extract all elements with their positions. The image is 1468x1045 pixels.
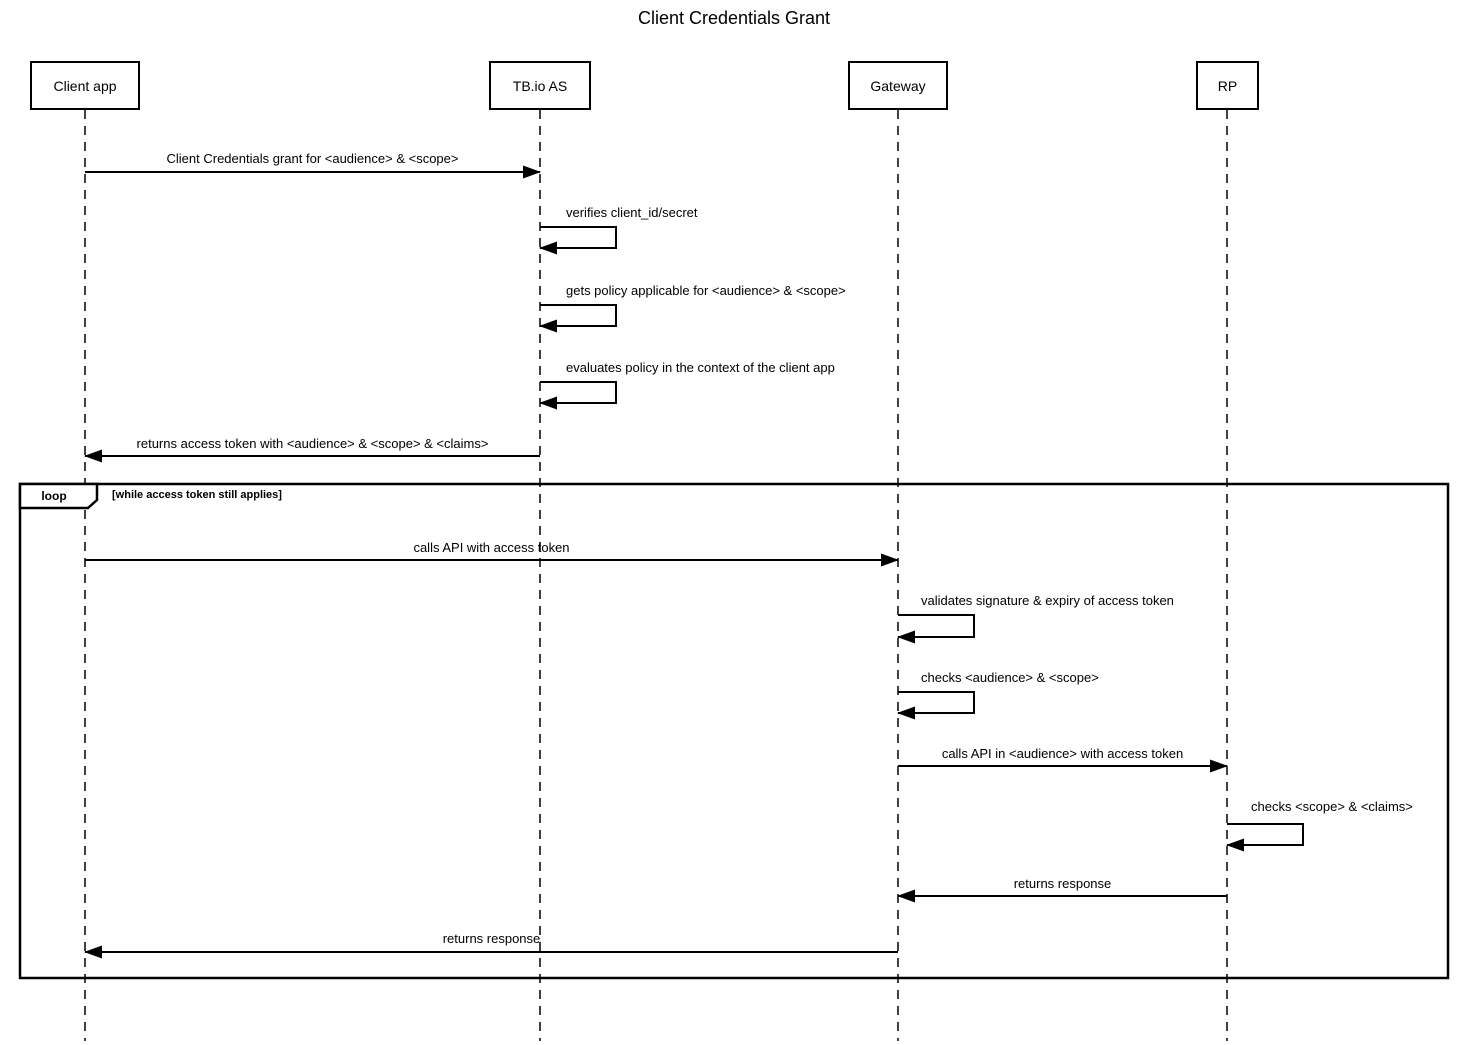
participant-gateway-label: Gateway [870, 77, 926, 94]
loop-tab [18, 482, 99, 510]
self-message-arrow-8 [897, 691, 975, 720]
message-label-4: evaluates policy in the context of the c… [566, 360, 835, 375]
message-label-3: gets policy applicable for <audience> & … [566, 283, 846, 298]
self-message-arrow-3 [539, 304, 617, 333]
message-label-5: returns access token with <audience> & <… [136, 436, 489, 451]
message-label-12: returns response [442, 931, 541, 946]
message-label-11: returns response [1013, 876, 1112, 891]
self-message-arrow-10 [1226, 823, 1304, 852]
message-label-1: Client Credentials grant for <audience> … [166, 151, 459, 166]
message-label-6: calls API with access token [413, 540, 570, 555]
diagram-title: Client Credentials Grant [637, 8, 831, 28]
participant-client-app: Client app [30, 61, 140, 110]
message-label-7: validates signature & expiry of access t… [921, 593, 1174, 608]
message-label-9: calls API in <audience> with access toke… [941, 746, 1184, 761]
loop-condition-label: [while access token still applies] [112, 489, 282, 501]
self-message-arrow-4 [539, 381, 617, 410]
participant-rp-label: RP [1217, 77, 1238, 94]
self-message-arrow-2 [539, 226, 617, 255]
participant-rp: RP [1196, 61, 1259, 110]
message-label-10: checks <scope> & <claims> [1251, 799, 1413, 814]
participant-tbio-as-label: TB.io AS [512, 77, 568, 94]
participant-tbio-as: TB.io AS [489, 61, 591, 110]
loop-tab-label: loop [41, 489, 67, 503]
participant-client-app-label: Client app [53, 77, 117, 94]
message-label-2: verifies client_id/secret [566, 205, 698, 220]
participant-gateway: Gateway [848, 61, 948, 110]
self-message-arrow-7 [897, 614, 975, 644]
message-label-8: checks <audience> & <scope> [921, 670, 1099, 685]
loop-frame [18, 482, 1450, 980]
